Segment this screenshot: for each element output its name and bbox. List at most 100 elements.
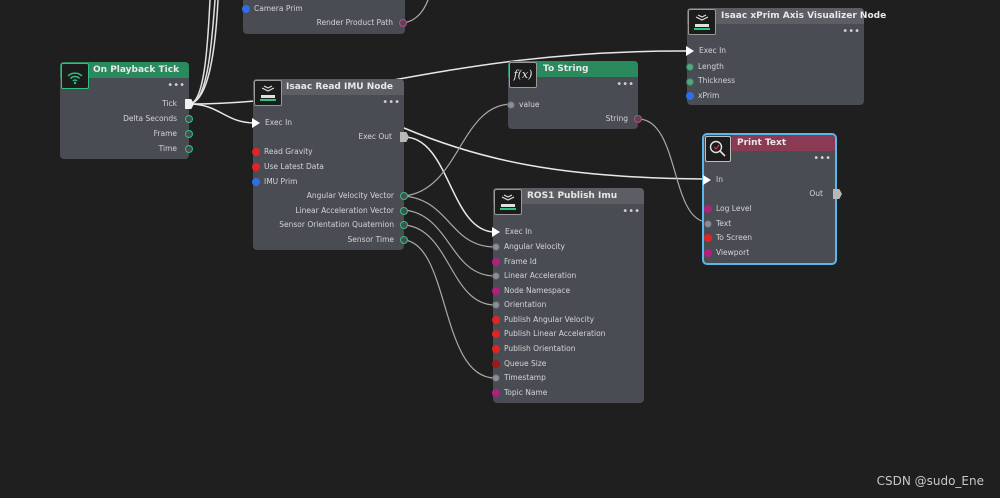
wire-top-2 (188, 0, 216, 105)
node-to-string[interactable]: f(x) To String ••• value String (507, 61, 642, 129)
wire-render-path (403, 0, 429, 24)
wire-tick-axis (188, 50, 689, 105)
node-namespace-pin[interactable] (492, 287, 500, 295)
linear-acceleration-pin[interactable] (492, 272, 500, 280)
port-viewport: Viewport (716, 248, 750, 257)
port-exec-in: Exec In (505, 227, 533, 236)
wire-exec-print (403, 127, 706, 180)
port-tick: Tick (162, 99, 177, 108)
sensor-time-pin[interactable] (400, 236, 408, 244)
render-product-path-pin[interactable] (399, 19, 407, 27)
wire-tick-imu (188, 103, 256, 124)
imu-prim-pin[interactable] (252, 178, 260, 186)
exec-in-pin[interactable] (686, 46, 694, 56)
wire-angvel-ros (403, 195, 496, 248)
node-title: Print Text (737, 138, 787, 148)
port-value: value (519, 100, 540, 109)
angular-velocity-pin[interactable] (492, 243, 500, 251)
port-linear-acceleration-vector: Linear Acceleration Vector (295, 206, 394, 215)
topic-name-pin[interactable] (492, 389, 500, 397)
port-timestamp: Timestamp (504, 373, 546, 382)
exec-out-pin[interactable] (185, 99, 194, 109)
node-header (493, 188, 644, 204)
delta-seconds-pin[interactable] (185, 115, 193, 123)
port-log-level: Log Level (716, 204, 752, 213)
more-icon[interactable]: ••• (813, 153, 831, 164)
port-frame: Frame (153, 129, 177, 138)
port-thickness: Thickness (698, 76, 736, 85)
port-exec-out: Exec Out (358, 132, 392, 141)
node-axis-visualizer[interactable]: Isaac xPrim Axis Visualizer Node ••• Exe… (686, 8, 886, 105)
wifi-icon (61, 63, 89, 89)
more-icon[interactable]: ••• (616, 79, 634, 90)
timestamp-pin[interactable] (492, 374, 500, 382)
frame-pin[interactable] (185, 130, 193, 138)
imu-icon (254, 80, 282, 106)
angular-velocity-vector-pin[interactable] (400, 192, 408, 200)
more-icon[interactable]: ••• (167, 80, 185, 91)
viewport-pin[interactable] (704, 249, 712, 257)
more-icon[interactable]: ••• (382, 97, 400, 108)
port-exec-in: Exec In (265, 118, 293, 127)
wire-angvel-tostring (403, 103, 513, 197)
node-title: ROS1 Publish Imu (527, 191, 618, 201)
orientation-pin[interactable] (492, 301, 500, 309)
exec-in-pin[interactable] (492, 227, 500, 237)
node-title: On Playback Tick (93, 65, 180, 75)
port-read-gravity: Read Gravity (264, 147, 313, 156)
watermark: CSDN @sudo_Ene (876, 474, 984, 488)
node-title: Isaac Read IMU Node (286, 82, 394, 92)
port-topic-name: Topic Name (504, 388, 548, 397)
node-header (687, 8, 864, 24)
node-ros1-publish-imu[interactable]: ROS1 Publish Imu ••• Exec In Angular Vel… (492, 188, 644, 403)
read-gravity-pin[interactable] (252, 148, 260, 156)
publish-linear-acceleration-pin[interactable] (492, 330, 500, 338)
port-sensor-orientation-quaternion: Sensor Orientation Quaternion (279, 220, 394, 229)
wire-top-3 (188, 0, 219, 105)
wire-tostring-print (637, 118, 709, 223)
queue-size-pin[interactable] (492, 360, 500, 368)
use-latest-data-pin[interactable] (252, 163, 260, 171)
text-pin[interactable] (704, 220, 712, 228)
linear-acceleration-vector-pin[interactable] (400, 207, 408, 215)
xprim-pin[interactable] (686, 92, 694, 100)
port-queue-size: Queue Size (504, 359, 547, 368)
port-camera-prim: Camera Prim (254, 4, 303, 13)
camera-prim-pin[interactable] (242, 5, 250, 13)
port-string: String (605, 114, 628, 123)
exec-in-pin[interactable] (703, 175, 711, 185)
port-to-screen: To Screen (716, 233, 753, 242)
exec-out-pin[interactable] (833, 189, 842, 199)
wire-top-1 (188, 0, 211, 105)
exec-in-pin[interactable] (252, 118, 260, 128)
thickness-pin[interactable] (686, 78, 694, 86)
more-icon[interactable]: ••• (622, 206, 640, 217)
port-length: Length (698, 62, 724, 71)
node-header (60, 62, 189, 78)
exec-out-pin[interactable] (400, 132, 409, 142)
node-title: To String (543, 64, 589, 74)
to-screen-pin[interactable] (704, 234, 712, 242)
port-sensor-time: Sensor Time (347, 235, 394, 244)
more-icon[interactable]: ••• (842, 26, 860, 37)
node-top-partial[interactable]: Camera Prim Render Product Path (242, 0, 407, 34)
time-pin[interactable] (185, 145, 193, 153)
log-level-pin[interactable] (704, 205, 712, 213)
value-pin[interactable] (507, 101, 515, 109)
port-publish-angular-velocity: Publish Angular Velocity (504, 315, 595, 324)
node-on-playback-tick[interactable]: On Playback Tick ••• Tick Delta Seconds … (60, 62, 194, 159)
port-xprim: xPrim (698, 91, 720, 100)
wire-time-ros (403, 239, 496, 379)
length-pin[interactable] (686, 63, 694, 71)
string-pin[interactable] (634, 115, 642, 123)
sensor-orientation-quaternion-pin[interactable] (400, 221, 408, 229)
publish-icon (494, 189, 522, 215)
node-isaac-read-imu[interactable]: Isaac Read IMU Node ••• Exec In Exec Out… (252, 79, 409, 250)
port-exec-in: Exec In (699, 46, 727, 55)
publish-orientation-pin[interactable] (492, 345, 500, 353)
node-print-text[interactable]: Print Text ••• In Out Log Level Text To … (702, 133, 842, 265)
port-publish-linear-acceleration: Publish Linear Acceleration (504, 329, 606, 338)
frame-id-pin[interactable] (492, 258, 500, 266)
publish-angular-velocity-pin[interactable] (492, 316, 500, 324)
